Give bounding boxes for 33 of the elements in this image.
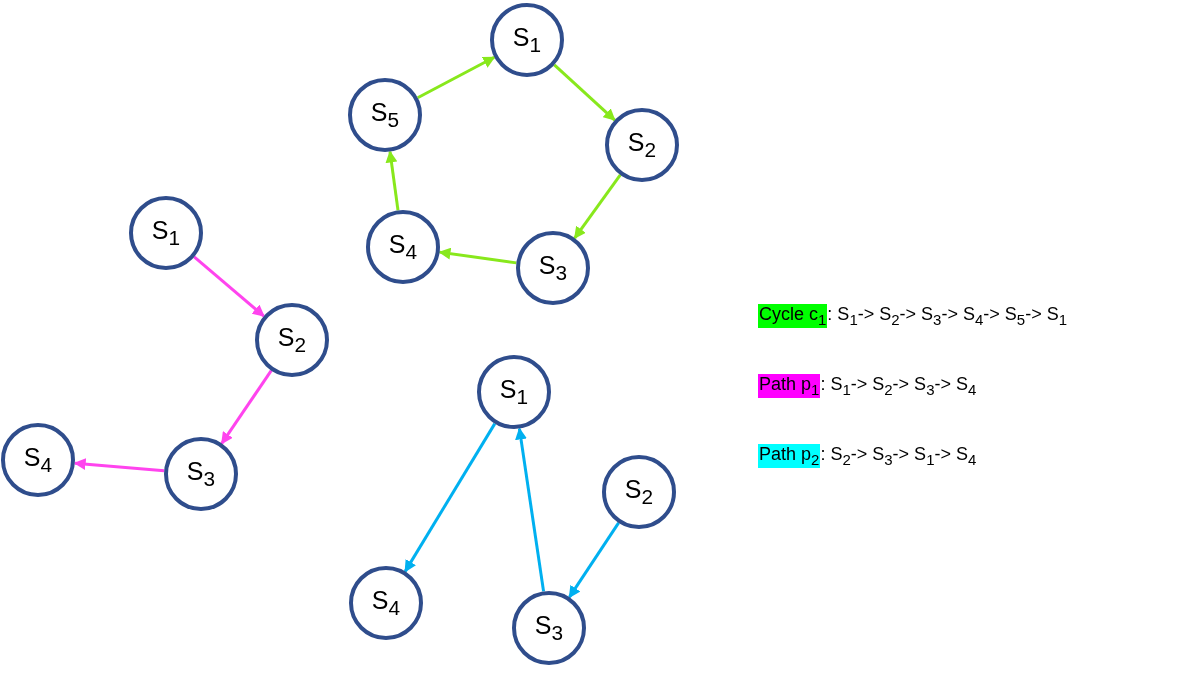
state-label: S$_{1}$: [151, 216, 181, 250]
state-label: S$_{2}$: [624, 475, 654, 509]
highlighted-legend-label: Path p$_{2}$: [758, 444, 821, 468]
state-label: S$_{2}$: [627, 128, 657, 162]
sequence-text: : S$_{2}$-> S$_{3}$-> S$_{1}$-> S$_{4}$: [820, 444, 977, 468]
state-label: S$_{1}$: [499, 375, 529, 409]
arrow: [385, 150, 400, 211]
state-circle: [490, 3, 564, 77]
state-circle: [605, 108, 679, 182]
arrow: [553, 63, 616, 122]
arrow: [573, 174, 622, 239]
sequence-text: : S$_{1}$-> S$_{2}$-> S$_{3}$-> S$_{4}$-> S$_{5}$-> S$_{1}$: [827, 304, 1067, 328]
state-label: S$_{4}$: [23, 443, 53, 477]
state-label: S$_{1}$: [512, 23, 542, 57]
highlighted-legend-label: Cycle c$_{1}$: [758, 304, 828, 328]
state-label: S$_{5}$: [370, 98, 400, 132]
highlighted-legend-label: Path p$_{1}$: [758, 374, 821, 398]
arrow: [403, 422, 497, 573]
arrow: [193, 255, 265, 318]
arrow: [438, 247, 517, 265]
state-label: S$_{4}$: [388, 230, 418, 264]
sequence-text: : S$_{1}$-> S$_{2}$-> S$_{3}$-> S$_{4}$: [820, 374, 977, 398]
state-label: S$_{4}$: [371, 586, 401, 620]
state-label: S$_{2}$: [277, 323, 307, 357]
arrow: [220, 369, 273, 445]
arrow: [568, 522, 620, 599]
arrow: [515, 427, 546, 592]
state-circle: [255, 303, 329, 377]
arrow: [417, 55, 496, 100]
arrow: [73, 458, 165, 473]
state-label: S$_{3}$: [538, 251, 568, 285]
state-label: S$_{3}$: [186, 457, 216, 491]
state-label: S$_{3}$: [534, 611, 564, 645]
